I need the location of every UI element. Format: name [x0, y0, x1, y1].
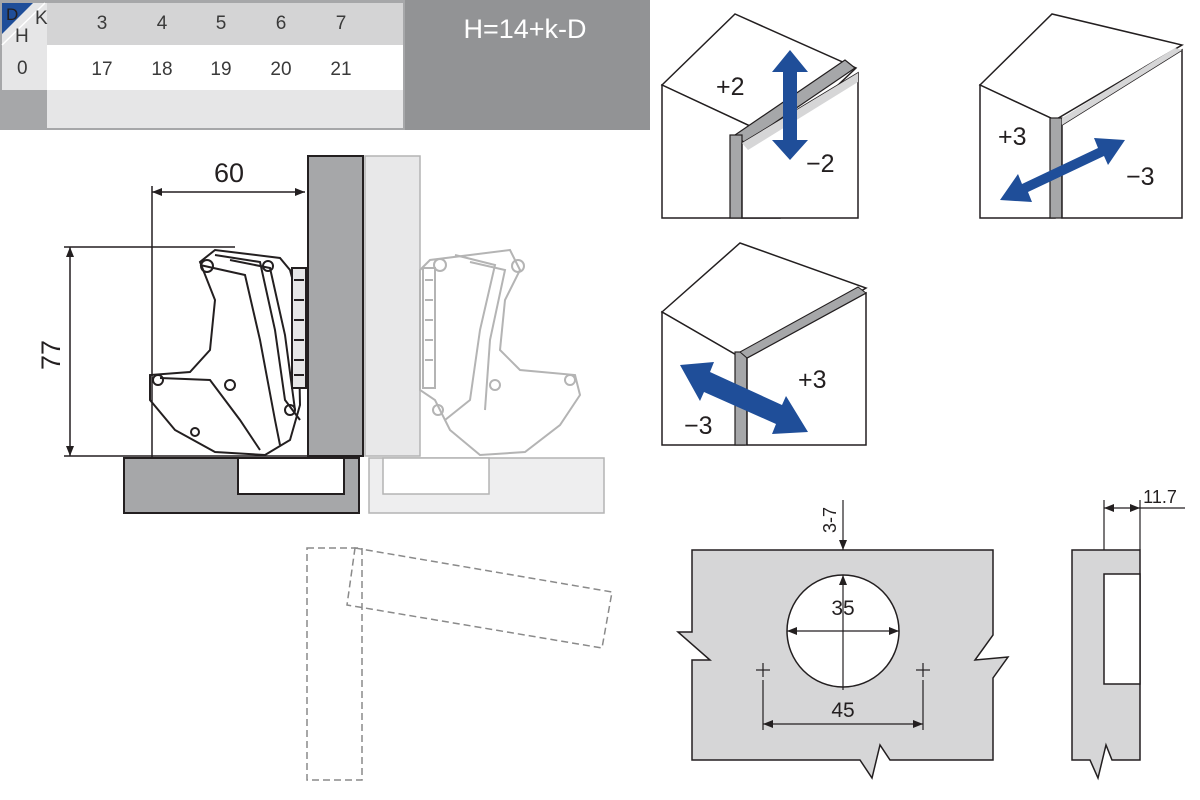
table-header-row	[47, 3, 403, 45]
vertical-minus-label: −2	[806, 150, 835, 178]
h-value-4: 20	[270, 59, 291, 80]
mounting-plate-slot	[237, 457, 345, 495]
k-value-2: 4	[157, 13, 168, 34]
adjust-depth-view: +3 −3	[978, 13, 1184, 219]
table-h-label-cell	[2, 45, 47, 90]
depth-minus-label: −3	[1126, 163, 1155, 191]
adjust-vertical-view: +2 −2	[660, 13, 859, 219]
depth-adjust-arrow	[1000, 138, 1125, 202]
table-value-row	[47, 45, 403, 90]
h-value-1: 17	[91, 59, 112, 80]
screw-spacing-label: 45	[831, 699, 854, 722]
hinge-side-view: 60 77	[36, 155, 605, 514]
ghost-door	[364, 155, 421, 457]
cup-section-view: 11.7	[1071, 487, 1185, 781]
formula-text: H=14+k-D	[463, 14, 586, 44]
depth-plus-label: +3	[998, 123, 1027, 151]
drilling-pattern-view: 35 45 3-7	[676, 500, 1010, 780]
adjust-side-view: +3 −3	[660, 242, 868, 446]
overlay-table: D K H 0 3 4 5 6 7 17 18 19 20 21 H=14+k-…	[0, 0, 650, 130]
k-value-1: 3	[97, 13, 108, 34]
corner-k-label: K	[35, 8, 48, 29]
formula-panel	[405, 0, 650, 130]
k-value-5: 7	[336, 13, 347, 34]
k-value-3: 5	[216, 13, 227, 34]
door-opening-sketch	[306, 547, 613, 781]
cup-diameter-label: 35	[831, 597, 854, 620]
vertical-plus-label: +2	[716, 73, 745, 101]
hinge-mechanism	[149, 248, 307, 457]
door-panel	[307, 155, 364, 457]
cup-pocket	[1103, 573, 1141, 685]
k-value-4: 6	[276, 13, 287, 34]
depth-dimension-label: 60	[214, 158, 244, 188]
vertical-adjust-arrow	[772, 50, 808, 160]
edge-distance-label: 3-7	[820, 507, 840, 533]
side-adjust-arrow	[680, 362, 808, 434]
h-value-2: 18	[151, 59, 172, 80]
height-dimension	[64, 246, 308, 457]
cup-depth-label: 11.7	[1143, 487, 1177, 507]
corner-h-label: H	[15, 26, 29, 47]
depth-dimension	[151, 186, 305, 458]
height-dimension-label: 77	[36, 340, 66, 370]
h-value-5: 21	[330, 59, 351, 80]
corner-d-label: D	[6, 5, 18, 24]
corner-blue-triangle	[2, 3, 33, 34]
side-minus-label: −3	[684, 412, 713, 440]
side-plus-label: +3	[798, 366, 827, 394]
table-empty-row	[47, 90, 403, 128]
d-value-0: 0	[17, 58, 28, 79]
h-value-3: 19	[210, 59, 231, 80]
